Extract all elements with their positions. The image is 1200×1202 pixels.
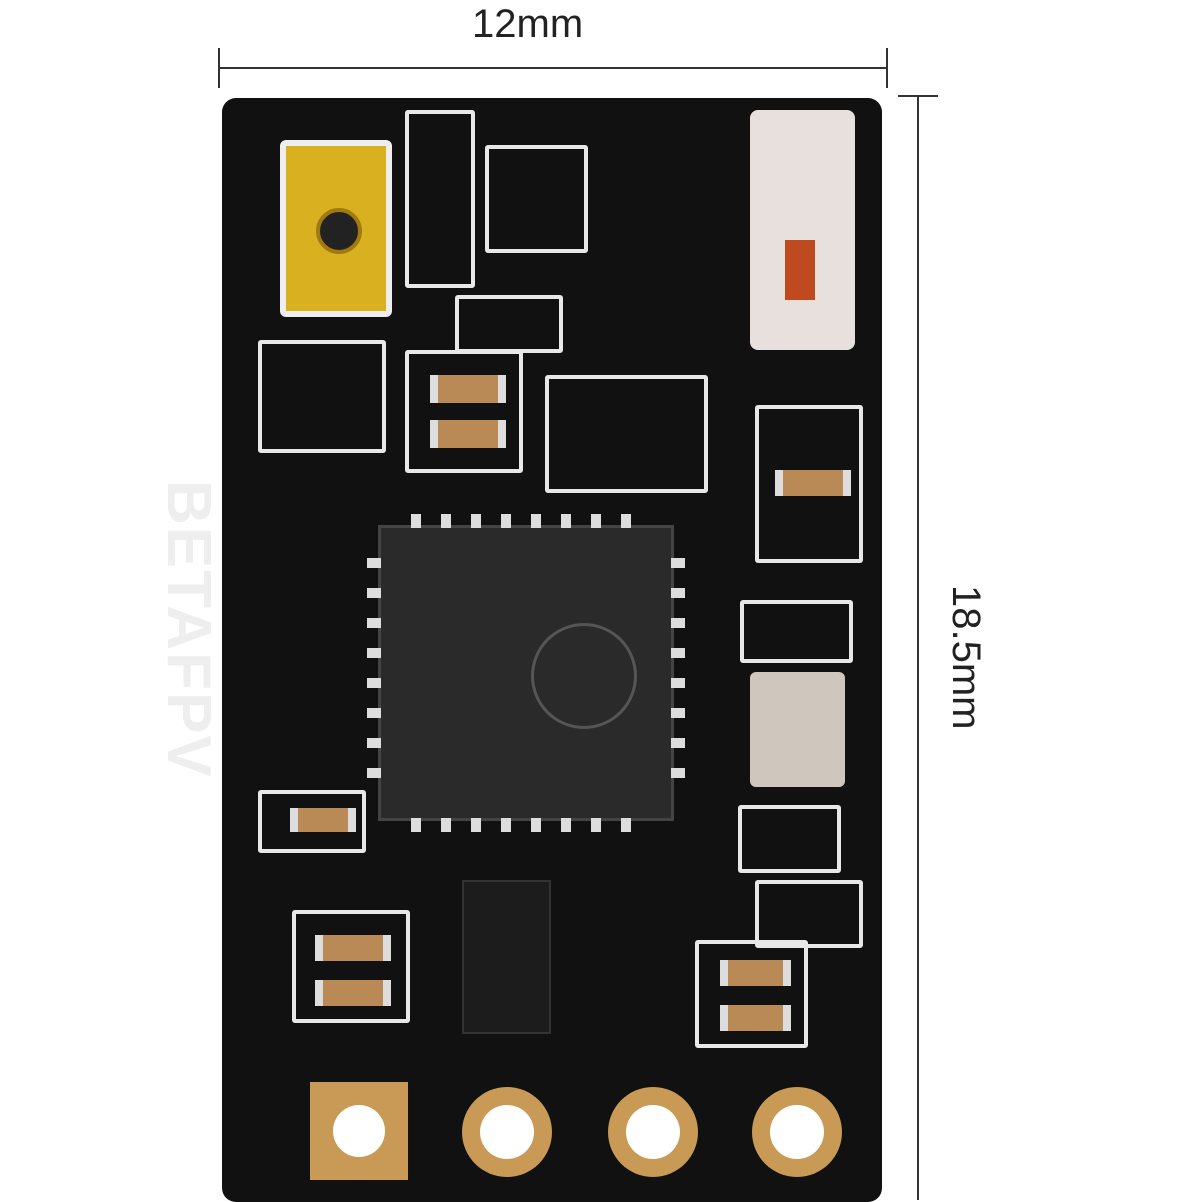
chip-pin (501, 514, 511, 528)
crystal (750, 672, 845, 787)
capacitor (720, 1005, 791, 1031)
chip-pin (671, 678, 685, 688)
chip-pin (411, 514, 421, 528)
antenna-connector (280, 140, 392, 317)
chip-pin (441, 514, 451, 528)
chip-pin (531, 514, 541, 528)
chip-pin (367, 678, 381, 688)
width-tick-right (886, 48, 888, 88)
component-pad (545, 375, 708, 493)
capacitor (720, 960, 791, 986)
led-pad (405, 110, 475, 288)
component-pad (455, 295, 563, 353)
chip-pin (471, 818, 481, 832)
chip-pin (531, 818, 541, 832)
component-pad (755, 880, 863, 948)
capacitor (775, 470, 851, 496)
component-pad (738, 805, 841, 873)
width-dimension-line (218, 67, 888, 69)
chip-pin (411, 818, 421, 832)
chip-pin (671, 558, 685, 568)
chip-pin (367, 768, 381, 778)
height-label: 18.5mm (944, 585, 988, 730)
chip-pin (561, 514, 571, 528)
chip-pin (591, 514, 601, 528)
chip-pin (561, 818, 571, 832)
component-pad (258, 790, 366, 853)
component-pad (695, 940, 808, 1048)
capacitor (430, 375, 506, 403)
chip-pin (367, 708, 381, 718)
chip-pin (671, 618, 685, 628)
chip-pin (367, 738, 381, 748)
chip-pin (367, 588, 381, 598)
component-pad (292, 910, 410, 1023)
component-pad (740, 600, 853, 663)
regulator-ic (462, 880, 551, 1034)
capacitor (315, 980, 391, 1006)
width-tick-left (218, 48, 220, 88)
chip-pin (367, 558, 381, 568)
width-label: 12mm (472, 2, 584, 46)
component-pad (485, 145, 588, 253)
capacitor (290, 808, 356, 832)
component-pad (405, 350, 523, 473)
chip-pin (671, 768, 685, 778)
component-pad (755, 405, 863, 563)
capacitor (430, 420, 506, 448)
chip-pin (441, 818, 451, 832)
solder-hole (752, 1087, 842, 1177)
chip-pin (591, 818, 601, 832)
height-dimension-line (917, 95, 919, 1200)
chip-pin (671, 708, 685, 718)
chip-pin (621, 514, 631, 528)
chip-pin (671, 648, 685, 658)
height-tick-top (898, 95, 938, 97)
chip-pin (367, 618, 381, 628)
chip-pin (671, 738, 685, 748)
chip-pin (501, 818, 511, 832)
capacitor (315, 935, 391, 961)
chip-pin (471, 514, 481, 528)
solder-hole (608, 1087, 698, 1177)
component-pad (258, 340, 386, 453)
silkscreen-logo: BETAFPV (154, 480, 223, 779)
square-pad (310, 1082, 408, 1180)
chip-pin (621, 818, 631, 832)
solder-hole (462, 1087, 552, 1177)
chip-pin (671, 588, 685, 598)
button-component (750, 110, 855, 350)
main-mcu-chip (367, 514, 685, 832)
chip-pin (367, 648, 381, 658)
